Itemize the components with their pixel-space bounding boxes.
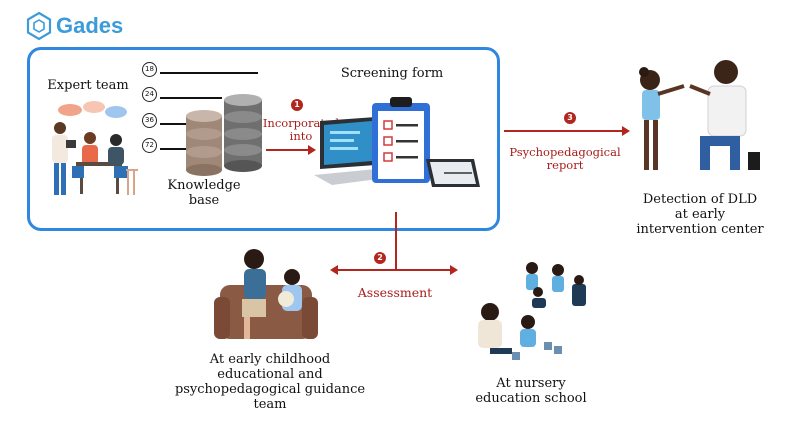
- step-1-badge: 1: [291, 99, 303, 111]
- hexagon-logo-icon: [26, 11, 52, 41]
- arrow-step-3: [504, 126, 630, 136]
- screening-form-title: Screening form: [340, 66, 444, 81]
- arrow-step-2: [330, 212, 458, 275]
- database-icon: [186, 94, 262, 176]
- detection-line-2: at early: [674, 207, 726, 222]
- detection-line-3: intervention center: [636, 222, 764, 237]
- childhood-label: At early childhood educational and psych…: [150, 352, 390, 412]
- nursery-illustration: [478, 262, 586, 360]
- childhood-line-2: educational and: [217, 367, 323, 382]
- nursery-label: At nursery education school: [456, 376, 606, 406]
- age-marker-72: 72: [142, 138, 157, 153]
- step-3-label: Psychopedagogical report: [500, 146, 630, 172]
- expert-team-illustration: [52, 101, 138, 195]
- nursery-line-2: education school: [475, 391, 587, 406]
- childhood-line-3: psychopedagogical guidance: [174, 382, 366, 397]
- knowledge-line-1: Knowledge: [167, 178, 241, 193]
- doctor-child-illustration: [639, 60, 760, 170]
- age-line-24: [160, 97, 222, 99]
- sofa-illustration: [214, 249, 318, 339]
- age-marker-24: 24: [142, 87, 157, 102]
- age-line-18: [160, 72, 258, 74]
- expert-process-frame: [27, 47, 500, 231]
- step-3-line-1: Psychopedagogical: [509, 145, 621, 159]
- detection-label: Detection of DLD at early intervention c…: [618, 192, 782, 237]
- knowledge-line-2: base: [188, 193, 220, 208]
- logo-text: Gades: [56, 13, 124, 38]
- arrow-step-1: [266, 145, 316, 155]
- nursery-line-1: At nursery: [496, 376, 566, 391]
- age-line-36: [160, 123, 192, 125]
- step-3-badge: 3: [564, 112, 576, 124]
- step-2-label: Assessment: [357, 285, 433, 300]
- childhood-line-1: At early childhood: [209, 352, 331, 367]
- detection-line-1: Detection of DLD: [642, 192, 758, 207]
- step-1-line-2: into: [289, 129, 313, 143]
- logo: Gades: [26, 11, 136, 41]
- age-marker-18: 18: [142, 62, 157, 77]
- expert-team-title: Expert team: [47, 78, 129, 93]
- step-3-line-2: report: [546, 158, 584, 172]
- age-line-72: [160, 148, 192, 150]
- childhood-line-4: team: [253, 397, 287, 412]
- step-2-badge: 2: [374, 252, 386, 264]
- knowledge-base-label: Knowledge base: [164, 178, 244, 208]
- age-marker-36: 36: [142, 113, 157, 128]
- screening-form-illustration: [314, 97, 480, 187]
